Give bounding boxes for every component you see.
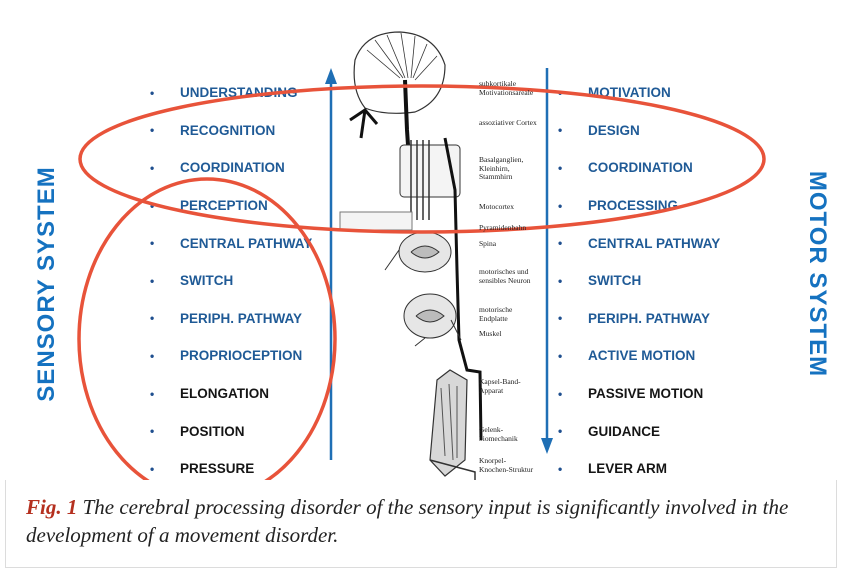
caption-text: The cerebral processing disorder of the …: [26, 495, 788, 547]
figure: SENSORY SYSTEM MOTOR SYSTEM •UNDERSTANDI…: [5, 20, 837, 480]
diagram-label: Gelenk- biomechanik: [479, 426, 518, 443]
diagram-label: Basalganglien, Kleinhirn, Stammhirn: [479, 156, 523, 182]
diagram-label: subkortikale Motivationsareale: [479, 80, 533, 97]
diagram-graphics: [5, 20, 837, 480]
down-arrow: [541, 68, 553, 454]
diagram-label: Pyramidenbahn: [479, 224, 526, 233]
diagram-label: Spina: [479, 240, 496, 249]
diagram-label: Knorpel- Knochen-Struktur: [479, 457, 533, 474]
up-arrow: [325, 68, 337, 460]
diagram-label: motorische Endplatte: [479, 306, 512, 323]
neural-pathway-drawing: [340, 32, 481, 480]
diagram-label: Muskel: [479, 330, 502, 339]
diagram-label: motorisches und sensibles Neuron: [479, 268, 530, 285]
diagram-label: assoziativer Cortex: [479, 119, 537, 128]
left-ellipse: [79, 179, 335, 480]
figure-caption: Fig. 1 The cerebral processing disorder …: [26, 493, 816, 549]
diagram-label: Kapsel-Band- Apparat: [479, 378, 521, 395]
figure-number: Fig. 1: [26, 495, 77, 519]
diagram-label: Motocortex: [479, 203, 514, 212]
